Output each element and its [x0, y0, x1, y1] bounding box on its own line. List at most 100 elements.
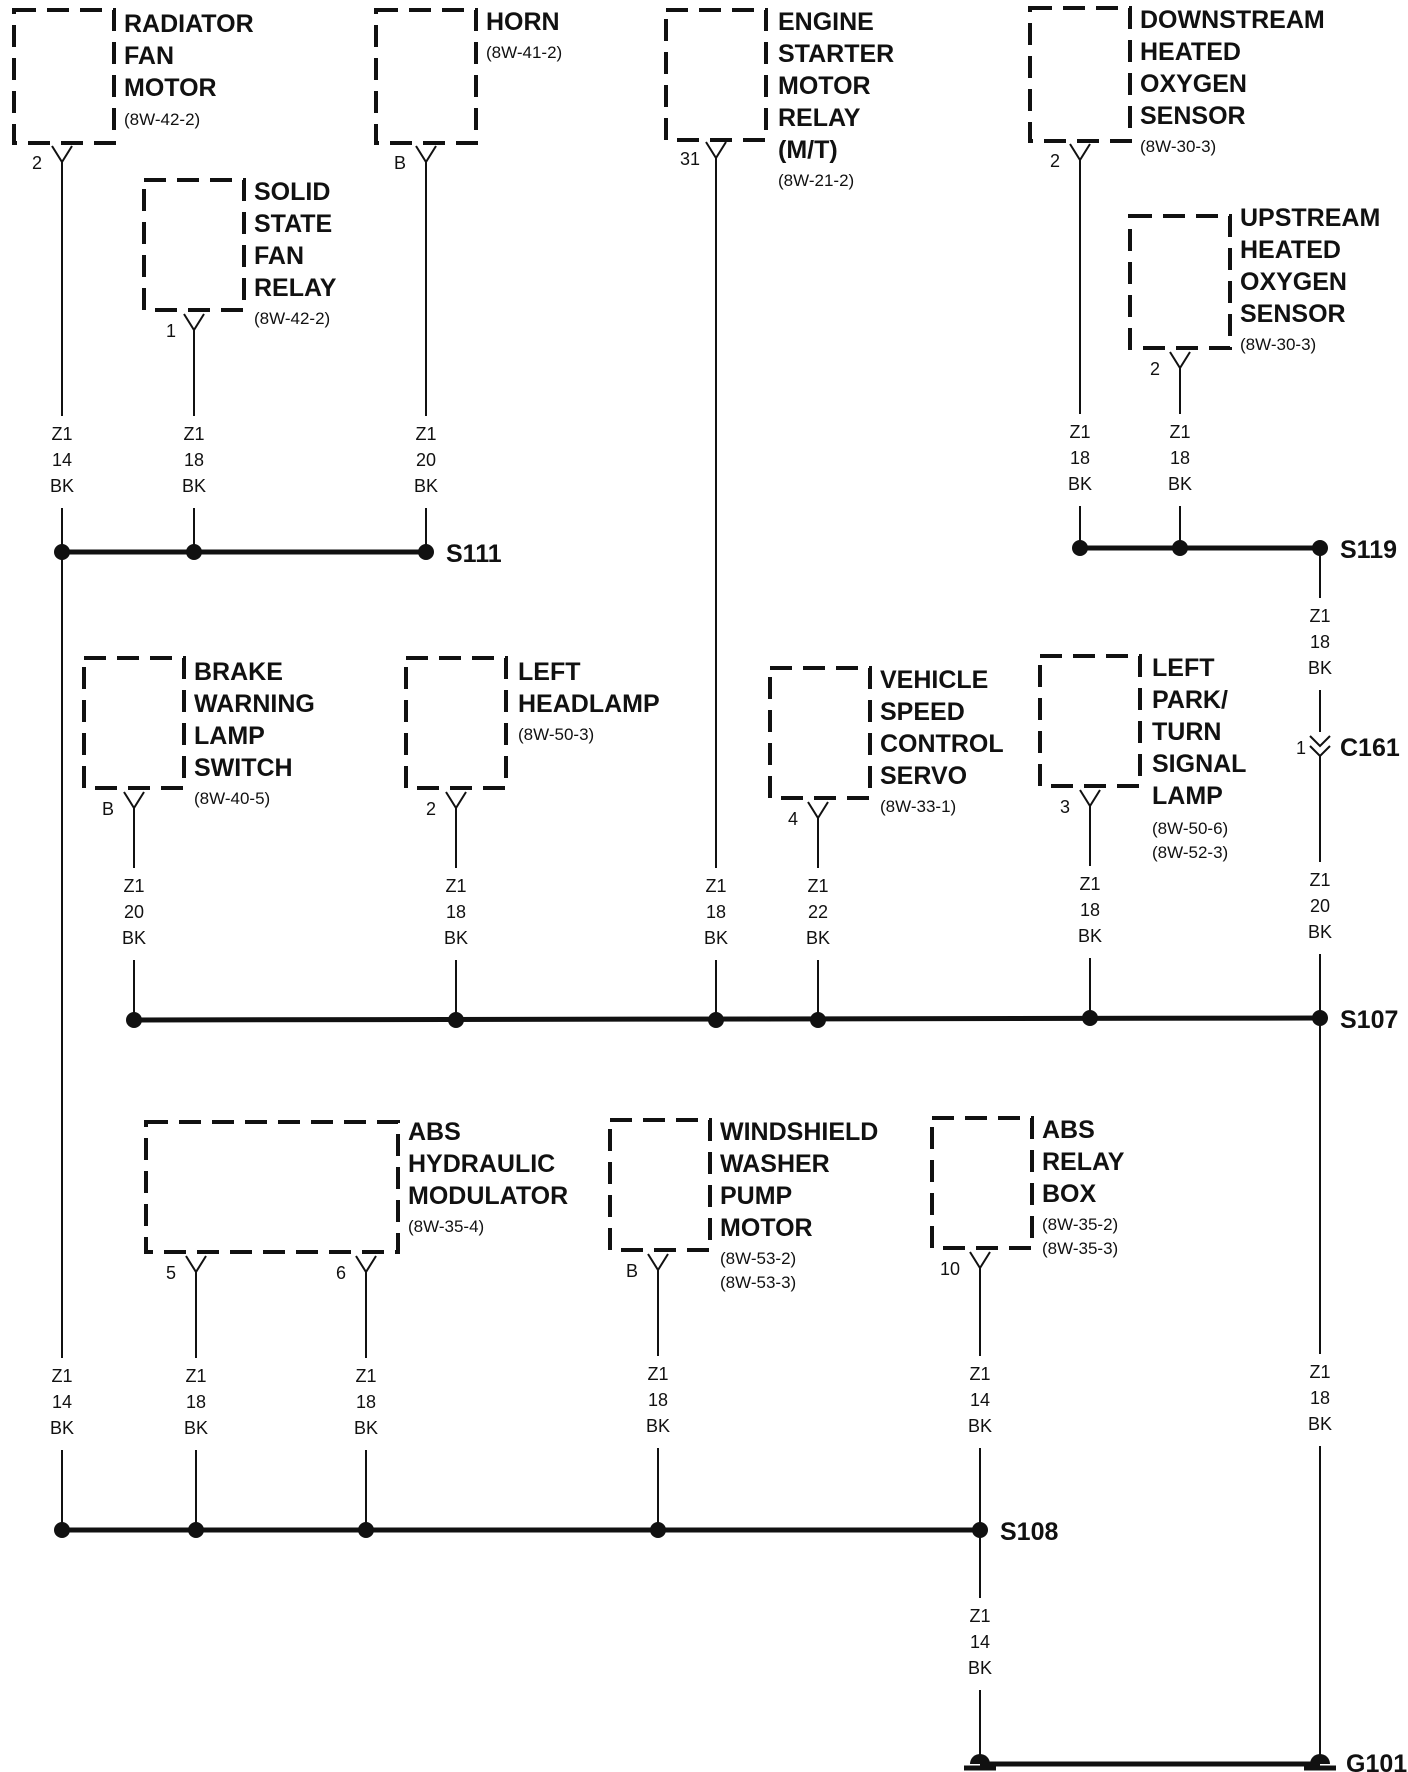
horn-box — [374, 8, 478, 145]
connector-c161-label: C161 — [1340, 734, 1400, 762]
splice-label-s108: S108 — [1000, 1518, 1058, 1546]
radiator-fan-motor-pin: 2 — [32, 153, 42, 173]
upstream-heated-oxygen-sensor-ref: (8W-30-3) — [1240, 335, 1316, 354]
splice-dot-s111 — [418, 544, 434, 560]
splice-dot — [186, 544, 202, 560]
left-headlamp-ref: (8W-50-3) — [518, 725, 594, 744]
left-park-turn-signal-lamp-pin: 3 — [1060, 797, 1070, 817]
engine-starter-motor-relay-ref: (8W-21-2) — [778, 171, 854, 190]
ground-symbol — [970, 1754, 990, 1764]
splice-dot — [358, 1522, 374, 1538]
abs-hydraulic-modulator-ref: (8W-35-4) — [408, 1217, 484, 1236]
pin-connector — [183, 313, 205, 338]
abs-hydraulic-modulator-box — [144, 1120, 400, 1254]
pin-connector — [185, 1255, 207, 1280]
splice-dot-s119 — [1312, 540, 1328, 556]
left-park-turn-signal-lamp-box — [1038, 654, 1142, 788]
downstream-heated-oxygen-sensor-pin: 2 — [1050, 151, 1060, 171]
brake-warning-lamp-switch-box — [82, 656, 186, 790]
radiator-fan-motor-box — [12, 8, 116, 145]
left-headlamp-label: LEFT HEADLAMP — [518, 658, 660, 718]
brake-warning-lamp-switch-label: BRAKE WARNING LAMP SWITCH — [194, 658, 322, 782]
splice-dot — [650, 1522, 666, 1538]
engine-starter-motor-relay-label: ENGINE STARTER MOTOR RELAY (M/T) — [778, 8, 901, 164]
vehicle-speed-control-servo-ref: (8W-33-1) — [880, 797, 956, 816]
vehicle-speed-control-servo-label: VEHICLE SPEED CONTROL SERVO — [880, 666, 1010, 790]
left-headlamp-pin: 2 — [426, 799, 436, 819]
splice-dot-s107 — [1312, 1010, 1328, 1026]
windshield-washer-pump-motor-label: WINDSHIELD WASHER PUMP MOTOR — [720, 1118, 885, 1242]
vehicle-speed-control-servo-box — [768, 666, 872, 800]
solid-state-fan-relay-ref: (8W-42-2) — [254, 309, 330, 328]
splice-dot — [1172, 540, 1188, 556]
connector-c161-symbol — [1309, 735, 1331, 758]
abs-hydraulic-modulator-label: ABS HYDRAULIC MODULATOR — [408, 1118, 568, 1210]
vehicle-speed-control-servo-pin: 4 — [788, 809, 798, 829]
upstream-heated-oxygen-sensor-label: UPSTREAM HEATED OXYGEN SENSOR — [1240, 204, 1387, 328]
splice-label-s119: S119 — [1340, 536, 1397, 564]
left-park-turn-signal-lamp-ref: (8W-50-6) (8W-52-3) — [1152, 819, 1233, 862]
ground-symbol — [1310, 1754, 1330, 1764]
solid-state-fan-relay-box — [142, 178, 246, 312]
upstream-heated-oxygen-sensor-box — [1128, 214, 1232, 350]
brake-warning-lamp-switch-ref: (8W-40-5) — [194, 789, 270, 808]
bus-s107 — [133, 1015, 1321, 1023]
pin-connector — [969, 1251, 991, 1276]
windshield-washer-pump-motor-ref: (8W-53-2) (8W-53-3) — [720, 1249, 801, 1292]
downstream-heated-oxygen-sensor-box — [1028, 6, 1132, 143]
pin-connector — [807, 801, 829, 826]
splice-dot — [54, 544, 70, 560]
splice-label-s107: S107 — [1340, 1006, 1398, 1034]
abs-relay-box-box — [930, 1116, 1034, 1250]
abs-hydraulic-modulator-pin-5: 5 — [166, 1263, 176, 1283]
splice-dot — [188, 1522, 204, 1538]
windshield-washer-pump-motor-pin: B — [626, 1261, 638, 1281]
downstream-heated-oxygen-sensor-label: DOWNSTREAM HEATED OXYGEN SENSOR — [1140, 6, 1332, 130]
windshield-washer-pump-motor-box — [608, 1118, 712, 1252]
splice-label-s111: S111 — [446, 540, 502, 568]
pin-connector — [1169, 351, 1191, 376]
horn-ref: (8W-41-2) — [486, 43, 562, 62]
abs-relay-box-pin: 10 — [940, 1259, 960, 1279]
radiator-fan-motor-label: RADIATOR FAN MOTOR — [124, 10, 261, 102]
pin-connector — [123, 791, 145, 816]
solid-state-fan-relay-label: SOLID STATE FAN RELAY — [254, 178, 339, 302]
pin-connector — [647, 1253, 669, 1278]
pin-connector — [355, 1255, 377, 1280]
splice-dot — [448, 1012, 464, 1028]
pin-connector — [705, 141, 727, 166]
left-headlamp-box — [404, 656, 508, 790]
abs-hydraulic-modulator-pin-6: 6 — [336, 1263, 346, 1283]
splice-dot — [1072, 540, 1088, 556]
abs-relay-box-label: ABS RELAY BOX — [1042, 1116, 1131, 1208]
radiator-fan-motor-ref: (8W-42-2) — [124, 110, 200, 129]
abs-relay-box-ref: (8W-35-2) (8W-35-3) — [1042, 1215, 1123, 1258]
downstream-heated-oxygen-sensor-ref: (8W-30-3) — [1140, 137, 1216, 156]
splice-dot — [708, 1012, 724, 1028]
solid-state-fan-relay-pin: 1 — [166, 321, 176, 341]
splice-dot — [126, 1012, 142, 1028]
pin-connector — [445, 791, 467, 816]
upstream-heated-oxygen-sensor-pin: 2 — [1150, 359, 1160, 379]
pin-connector — [51, 145, 73, 170]
ground-label-g101: G101 — [1346, 1750, 1407, 1772]
splice-dot — [1082, 1010, 1098, 1026]
engine-starter-motor-relay-box — [664, 8, 768, 142]
